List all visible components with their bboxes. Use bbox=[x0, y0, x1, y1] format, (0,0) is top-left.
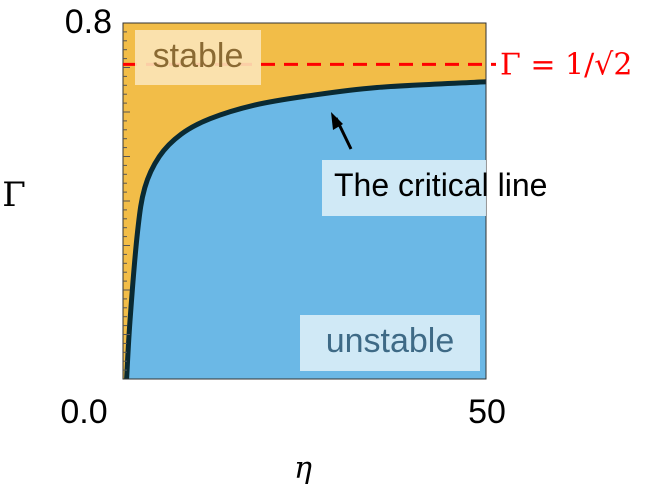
annotation-box bbox=[322, 160, 486, 216]
y-axis-ticks bbox=[123, 31, 130, 371]
annotation-arrow-head bbox=[331, 112, 343, 130]
stable-label: stable bbox=[153, 37, 244, 75]
critical-line bbox=[124, 79, 487, 380]
unstable-label-box bbox=[300, 315, 480, 371]
x-tick-label: 0.0 bbox=[60, 393, 107, 431]
y-axis-label: Γ bbox=[2, 175, 26, 215]
stable-label-box bbox=[135, 30, 261, 85]
x-axis-label: η bbox=[294, 451, 312, 486]
x-tick-label: 50 bbox=[468, 393, 506, 431]
unstable-region bbox=[126, 81, 486, 379]
unstable-label: unstable bbox=[326, 322, 455, 360]
critical-line-annotation: The critical line bbox=[334, 167, 547, 203]
reference-line-label: Γ = 1/√2 bbox=[500, 47, 632, 82]
y-tick-label: 0.8 bbox=[65, 3, 112, 41]
